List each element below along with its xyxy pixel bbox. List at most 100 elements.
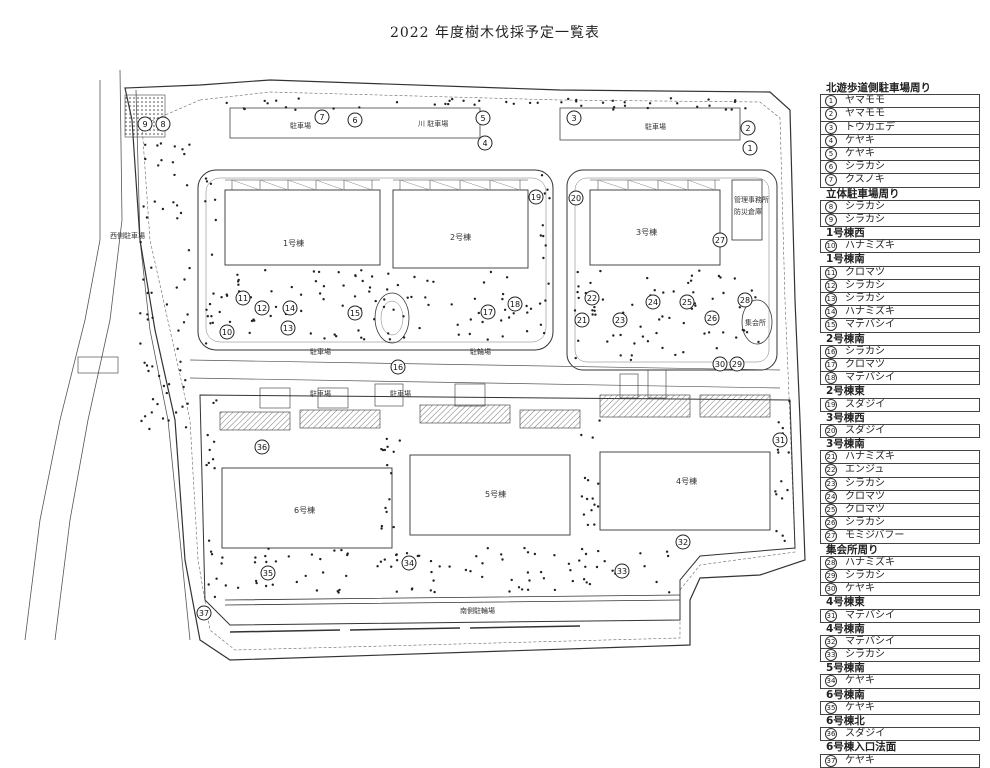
tree-symbol xyxy=(317,270,321,274)
tree-symbol xyxy=(167,419,170,422)
tree-symbol xyxy=(212,440,216,443)
tree-symbol xyxy=(584,552,588,556)
tree-symbol xyxy=(385,437,388,441)
legend-tree-name: シラカシ xyxy=(845,477,885,489)
legend-group-heading: 4号棟東 xyxy=(826,596,865,609)
legend-number-circle: 17 xyxy=(825,358,837,371)
tree-symbol xyxy=(140,419,143,423)
tree-symbol xyxy=(406,296,409,299)
building-labels: 1号棟 2号棟 3号棟 4号棟 5号棟 6号棟 xyxy=(283,227,697,515)
tree-symbol xyxy=(228,320,232,324)
tree-symbol xyxy=(358,106,361,109)
area-label: 駐車場 xyxy=(645,122,666,131)
tree-marker-number: 25 xyxy=(682,298,692,307)
tree-marker-number: 13 xyxy=(283,324,293,333)
tree-symbol xyxy=(631,303,634,306)
tree-symbol xyxy=(207,539,211,542)
tree-marker-number: 37 xyxy=(199,609,209,618)
legend-tree-name: クロマツ xyxy=(845,504,885,515)
tree-symbol xyxy=(255,581,258,585)
legend-group-heading: 集会所周り xyxy=(826,543,879,556)
tree-symbol xyxy=(598,419,601,422)
tree-symbol xyxy=(183,152,186,156)
tree-marker-number: 8 xyxy=(160,120,165,129)
legend-number: 27 xyxy=(821,530,841,543)
tree-symbol xyxy=(380,524,384,528)
tree-symbol xyxy=(589,281,592,285)
tree-symbol xyxy=(544,244,547,247)
tree-symbol xyxy=(580,495,584,498)
tree-symbol xyxy=(176,217,179,220)
tree-symbol xyxy=(204,200,207,203)
tree-symbol xyxy=(392,525,395,529)
tree-symbol xyxy=(386,463,389,467)
pump-station xyxy=(77,356,119,374)
tree-symbol xyxy=(300,309,303,313)
tree-symbol xyxy=(139,240,142,244)
legend-number-circle: 15 xyxy=(825,319,837,332)
northeast-parking-lot xyxy=(559,107,741,141)
tree-symbol xyxy=(290,285,293,289)
area-labels: 駐車場 川 駐車場 駐車場 西側駐車場 駐車場 駐輪場 駐車場 駐車場 南側駐輪… xyxy=(110,119,769,615)
tree-marker-number: 22 xyxy=(587,294,597,303)
legend-group-heading: 6号棟南 xyxy=(826,688,865,701)
tree-symbol xyxy=(619,354,622,357)
tree-symbol xyxy=(512,312,515,315)
tree-symbol xyxy=(341,304,344,307)
tree-marker: 6 xyxy=(347,112,363,128)
north-block-enclosure xyxy=(197,169,554,351)
tree-symbol xyxy=(426,279,429,282)
tree-symbol xyxy=(179,360,182,363)
tree-symbol xyxy=(733,100,737,104)
tree-symbol xyxy=(385,510,388,514)
tree-symbol xyxy=(250,319,254,323)
tree-marker: 34 xyxy=(401,555,417,571)
tree-symbol xyxy=(591,436,594,439)
tree-marker-circle xyxy=(740,120,756,136)
tree-marker-number: 20 xyxy=(571,194,581,203)
legend-number: 28 xyxy=(821,556,841,569)
tree-symbol xyxy=(481,575,484,579)
tree-marker: 24 xyxy=(645,294,661,310)
tree-marker-circle xyxy=(254,439,270,455)
south-walkway xyxy=(224,594,681,606)
legend-number: 20 xyxy=(821,424,841,437)
tree-symbol xyxy=(314,280,318,283)
tree-symbol xyxy=(353,295,357,298)
tree-symbol xyxy=(601,298,605,301)
tree-symbol xyxy=(410,588,414,591)
tree-symbol xyxy=(151,365,154,368)
tree-marker-number: 6 xyxy=(352,116,357,125)
tree-symbol xyxy=(786,488,789,492)
tree-symbol xyxy=(573,309,577,312)
tree-symbol xyxy=(593,503,596,506)
tree-symbol xyxy=(501,297,504,301)
area-label: 川 駐車場 xyxy=(418,119,448,128)
tree-symbol xyxy=(405,552,409,555)
legend-tree-name: クロマツ xyxy=(845,490,885,502)
tree-symbol xyxy=(433,590,436,594)
site-map: 1号棟 2号棟 3号棟 4号棟 5号棟 6号棟 駐車場 川 駐車場 駐車場 西側… xyxy=(24,69,806,661)
legend-number-circle: 4 xyxy=(825,134,837,147)
legend-number-circle: 5 xyxy=(825,147,837,160)
legend-number-circle: 22 xyxy=(825,464,837,477)
tree-marker-number: 5 xyxy=(480,114,485,123)
tree-symbol xyxy=(528,579,531,582)
tree-marker: 18 xyxy=(507,296,523,312)
tree-symbol xyxy=(312,270,316,273)
tree-symbol xyxy=(574,356,577,360)
tree-symbol xyxy=(567,562,571,565)
tree-symbol xyxy=(139,312,142,315)
tree-symbol xyxy=(429,559,433,563)
legend-number: 24 xyxy=(821,490,841,503)
tree-symbol xyxy=(512,102,515,106)
tree-symbol xyxy=(148,427,151,431)
legend-number: 6 xyxy=(821,161,841,174)
south-block-enclosure xyxy=(199,394,796,626)
tree-symbol xyxy=(204,342,208,345)
tree-symbol xyxy=(205,308,208,311)
